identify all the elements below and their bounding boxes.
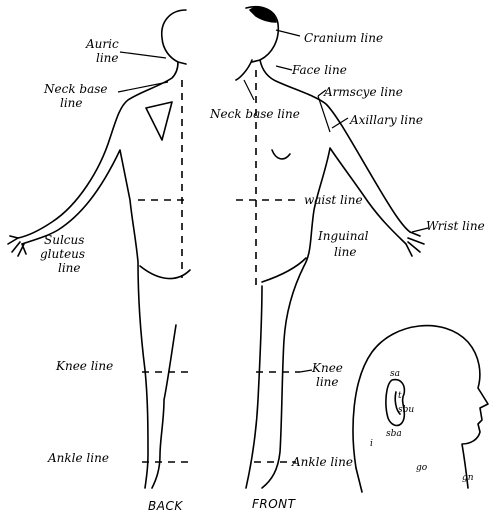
label-auric-1: Auric: [85, 37, 119, 51]
leader-auric: [120, 52, 166, 58]
head-point-sba: sba: [386, 429, 402, 439]
label-knee-front-2: line: [316, 375, 339, 389]
label-sulcus-2: gluteus: [40, 247, 85, 261]
leader-cranium: [276, 30, 300, 36]
label-knee-back: Knee line: [55, 359, 113, 373]
back-scapula-triangle: [146, 102, 172, 140]
caption-back: BACK: [148, 499, 183, 513]
front-chest-curve: [272, 150, 290, 159]
front-figure: [236, 7, 424, 488]
label-ankle-back: Ankle line: [47, 451, 109, 465]
label-cranium: Cranium line: [304, 31, 383, 45]
leader-knee-front: [300, 370, 312, 372]
label-sulcus-1: Sulcus: [44, 233, 84, 247]
label-wrist: Wrist line: [426, 219, 485, 233]
label-axillary: Axillary line: [349, 113, 423, 127]
head-point-sa: sa: [390, 369, 400, 379]
front-cranium-cap: [250, 7, 276, 22]
head-point-go: go: [416, 463, 428, 473]
leader-neck-base-back: [118, 82, 168, 92]
back-head: [162, 10, 186, 64]
label-neck-base-back-1: Neck base: [43, 82, 108, 96]
front-inguinal-curve: [262, 258, 306, 282]
head-point-t: t: [398, 391, 402, 401]
label-sulcus-3: line: [58, 261, 81, 275]
head-point-sbu: sbu: [398, 405, 414, 415]
front-right-hand: [406, 232, 424, 256]
labels: Auric line Neck base line Sulcus gluteus…: [40, 31, 485, 513]
back-left-hand: [8, 236, 26, 256]
front-armscye-mark: [318, 96, 330, 132]
leader-axillary: [332, 118, 348, 128]
label-neck-base-front: Neck base line: [209, 107, 300, 121]
label-neck-base-back-2: line: [60, 96, 83, 110]
label-inguinal-1: Inguinal: [317, 229, 369, 243]
caption-front: FRONT: [252, 497, 297, 511]
head-point-i: i: [370, 439, 373, 449]
label-ankle-front: Ankle line: [291, 455, 353, 469]
label-knee-front-1: Knee: [311, 361, 343, 375]
label-face: Face line: [291, 63, 347, 77]
label-armscye: Armscye line: [323, 85, 403, 99]
head-profile-neck-back: [356, 468, 362, 492]
leader-face: [276, 66, 292, 70]
label-auric-2: line: [96, 51, 119, 65]
head-point-gn: gn: [462, 473, 474, 483]
label-inguinal-2: line: [334, 245, 357, 259]
label-waist: waist line: [304, 193, 363, 207]
leader-neck-base-front: [244, 80, 254, 100]
